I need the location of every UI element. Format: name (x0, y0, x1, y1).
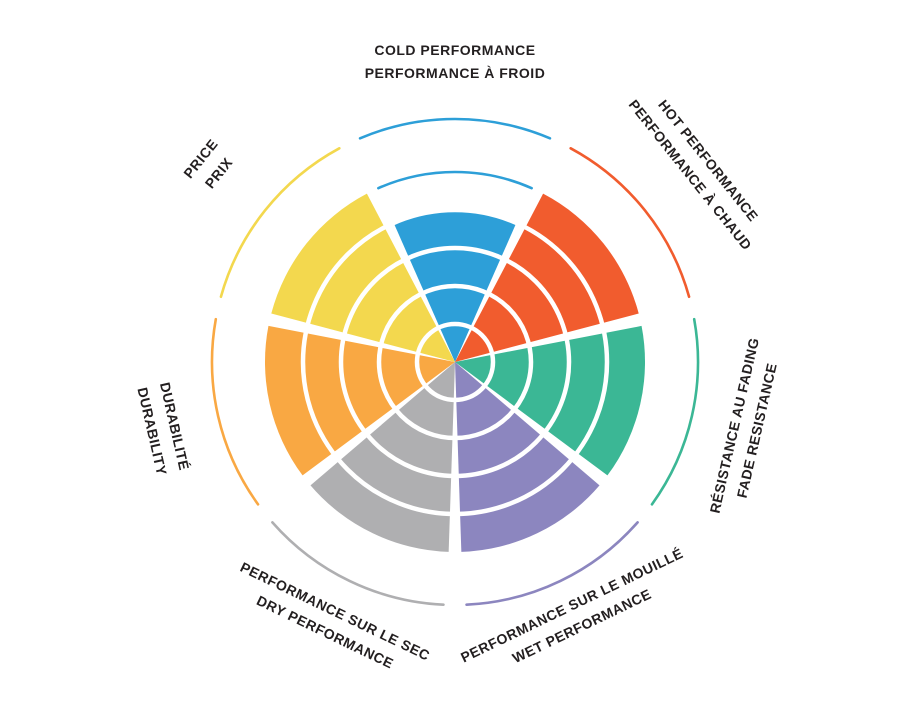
sector-wedge-durability (264, 325, 455, 476)
sector-wedge-dry-performance (310, 362, 455, 552)
outer-arc-wet-performance (465, 521, 639, 607)
label-fr-wet-performance: PERFORMANCE SUR LE MOUILLÉ (458, 544, 686, 666)
label-en-cold-performance: COLD PERFORMANCE (374, 42, 536, 58)
outer-arc-durability (210, 317, 260, 506)
ring-divider-2 (376, 283, 534, 441)
sector-label-cold-performance: COLD PERFORMANCE PERFORMANCE À FROID (365, 39, 546, 85)
sector-wedge-price (271, 193, 455, 362)
outer-arc-price (219, 147, 341, 299)
outer-arc-cold-performance (358, 117, 552, 140)
sector-wedge-fade-resistance (455, 325, 646, 476)
outer-arc-dry-performance (271, 521, 445, 607)
sector-wedge-hot-performance (455, 193, 639, 362)
ring-divider-4 (300, 207, 610, 517)
label-fr-hot-performance: PERFORMANCE À CHAUD (625, 96, 756, 253)
ring-divider-3 (338, 245, 572, 479)
ring-divider-1 (414, 321, 496, 403)
label-fr-cold-performance: PERFORMANCE À FROID (364, 65, 546, 81)
outer-arc-hot-performance (569, 147, 691, 299)
max-level-arc-cold-performance (377, 170, 533, 190)
outer-arc-fade-resistance (650, 317, 700, 506)
sector-wedge-wet-performance (455, 362, 600, 552)
